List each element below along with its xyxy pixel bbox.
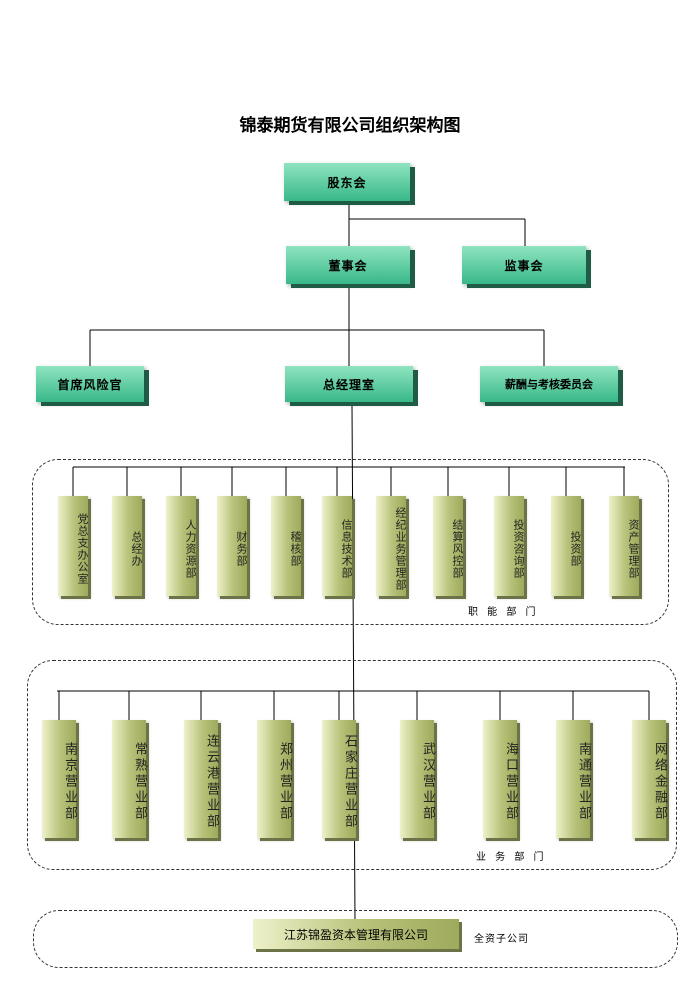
functional-dept-box: 结算风控部 (433, 496, 464, 596)
functional-dept-box: 投资咨询部 (494, 496, 525, 596)
functional-dept-box: 财务部 (217, 496, 248, 596)
business-dept-box: 南京营业部 (42, 720, 77, 838)
functional-dept-group (32, 459, 669, 625)
business-dept-box: 南通营业部 (556, 720, 591, 838)
functional-dept-box: 稽核部 (271, 496, 302, 596)
business-dept-box: 常熟营业部 (112, 720, 147, 838)
business-dept-box: 网络金融部 (632, 720, 667, 838)
functional-dept-box: 信息技术部 (322, 496, 353, 596)
shareholders-node: 股东会 (284, 163, 410, 201)
functional-dept-box: 经纪业务管理部 (376, 496, 407, 596)
business-dept-group (27, 660, 677, 870)
business-dept-caption: 业 务 部 门 (476, 852, 547, 863)
chart-title: 锦泰期货有限公司组织架构图 (239, 116, 461, 136)
supervisors-node: 监事会 (462, 246, 586, 284)
gm-node: 总经理室 (285, 366, 413, 402)
subsidiary-caption: 全资子公司 (474, 934, 529, 945)
functional-dept-box: 投资部 (551, 496, 582, 596)
functional-dept-box: 人力资源部 (166, 496, 197, 596)
cro-node: 首席风险官 (36, 366, 144, 402)
business-dept-box: 连云港营业部 (184, 720, 219, 838)
business-dept-box: 海口营业部 (483, 720, 518, 838)
business-dept-box: 石家庄营业部 (322, 720, 357, 838)
functional-dept-box: 总经办 (112, 496, 143, 596)
functional-dept-box: 党总支办公室 (58, 496, 89, 596)
functional-dept-caption: 职 能 部 门 (468, 607, 539, 618)
subsidiary-node: 江苏锦盈资本管理有限公司 (253, 919, 459, 949)
business-dept-box: 武汉营业部 (400, 720, 435, 838)
board-node: 董事会 (286, 246, 410, 284)
subsidiary-group (33, 910, 678, 968)
functional-dept-box: 资产管理部 (609, 496, 640, 596)
compensation-committee-node: 薪酬与考核委员会 (480, 366, 618, 402)
business-dept-box: 郑州营业部 (257, 720, 292, 838)
